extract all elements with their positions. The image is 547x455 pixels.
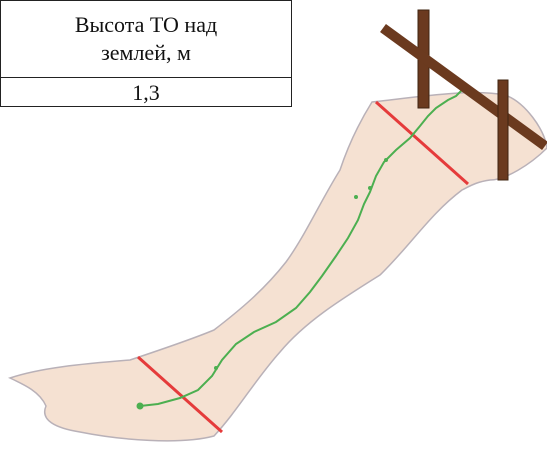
upper-boundary-line	[375, 100, 469, 186]
track-point-3	[368, 186, 372, 190]
right-post	[497, 79, 509, 181]
diagonal-beam	[380, 23, 547, 151]
info-table: Высота ТО над землей, м 1,3	[0, 0, 292, 107]
track-start-point	[136, 402, 144, 410]
table-header-line-2: землей, м	[101, 40, 191, 65]
track-point-2	[354, 195, 358, 199]
track-point-4	[384, 158, 388, 162]
table-header-cell: Высота ТО над землей, м	[0, 0, 292, 78]
terrain-strip	[7, 91, 547, 442]
table-value-cell: 1,3	[0, 77, 292, 107]
lower-boundary-line	[137, 355, 223, 434]
table-header-line-1: Высота ТО над	[74, 12, 218, 37]
track-point-1	[214, 366, 218, 370]
green-track	[139, 89, 463, 407]
